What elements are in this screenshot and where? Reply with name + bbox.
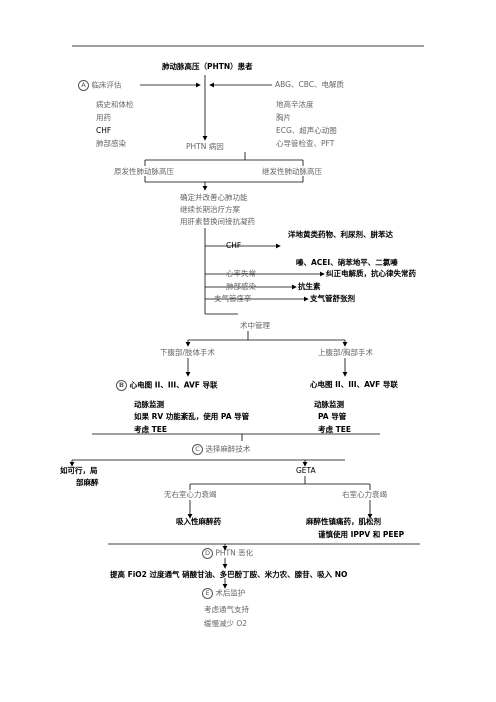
primary-phtn: 原发性肺动脉高压 (114, 167, 174, 176)
chf-drugs-1: 洋地黄类药物、利尿剂、肼苯达 (288, 230, 393, 239)
ecg-right: 心电图 II、III、AVF 导联 (310, 380, 398, 389)
postop-label: 术后监护 (215, 588, 246, 598)
eval-right-1: 胸片 (276, 113, 291, 122)
clinical-eval-row: A 临床评估 (78, 80, 121, 91)
postop-1: 缓慢减少 O2 (204, 619, 248, 628)
anesth-row: C 选择麻醉技术 (192, 444, 250, 455)
ippv-caution: 谨慎使用 IPPV 和 PEEP (318, 530, 405, 539)
ecg-left-row: B 心电图 II、III、AVF 导联 (116, 380, 218, 391)
worse-row: D PHTN 恶化 (202, 548, 253, 559)
eval-left-0: 病史和体检 (96, 100, 134, 109)
marker-d: D (202, 548, 213, 559)
intraop-label: 术中管理 (240, 321, 270, 330)
phtn-cause: PHTN 病因 (186, 142, 224, 151)
upper-surgery: 上腹部/胸部手术 (318, 348, 374, 357)
mgmt-line-2: 用肝素替换间接抗凝药 (180, 217, 255, 226)
infection-label: 肺部感染 (226, 282, 256, 291)
worse-label: PHTN 恶化 (215, 548, 254, 558)
marker-e: E (202, 588, 213, 599)
clinical-eval-label: 临床评估 (91, 80, 122, 90)
anesth-label: 选择麻醉技术 (205, 444, 251, 454)
inhaled-anesth: 吸入性麻醉药 (176, 517, 221, 526)
lab-tests: ABG、CBC、电解质 (275, 80, 344, 89)
geta: GETA (296, 466, 316, 475)
regional-0: 如可行，局 (60, 466, 98, 475)
bronchospasm-tx: 支气管舒张剂 (310, 294, 355, 303)
rv-failure: 右室心力衰竭 (342, 490, 387, 499)
mon-right-2: 考虑 TEE (318, 425, 351, 434)
mon-right-1: PA 导管 (318, 412, 347, 421)
eval-right-3: 心导管检查、PFT (276, 139, 335, 148)
ecg-left: 心电图 II、III、AVF 导联 (129, 380, 218, 390)
eval-left-1: 用药 (96, 113, 111, 122)
chf-label: CHF (226, 241, 242, 250)
postop-0: 考虑通气支持 (204, 605, 249, 614)
iv-anesth: 麻醉性镇痛药，肌松剂 (306, 517, 381, 526)
mon-left-0: 动脉监测 (134, 400, 164, 409)
postop-row: E 术后监护 (202, 588, 245, 599)
marker-a: A (78, 80, 89, 91)
marker-b: B (116, 380, 127, 391)
worse-tx: 提高 FiO2 过度通气 硝酸甘油、多巴酚丁胺、米力农、腺苷、吸入 NO (110, 570, 348, 579)
mon-left-2: 考虑 TEE (134, 425, 167, 434)
bronchospasm-label: 支气管痉挛 (214, 294, 252, 303)
lower-surgery: 下腹部/肢体手术 (160, 348, 216, 357)
eval-left-2: CHF (96, 126, 112, 135)
arrhythmia-label: 心率失常 (226, 269, 256, 278)
infection-tx: 抗生素 (298, 282, 321, 291)
marker-c: C (192, 444, 203, 455)
mon-right-0: 动脉监测 (314, 400, 344, 409)
eval-right-0: 地高辛浓度 (276, 100, 314, 109)
eval-right-2: ECG、超声心动图 (276, 126, 337, 135)
no-rv-failure: 无右室心力衰竭 (164, 490, 217, 499)
arrhythmia-tx: 纠正电解质，抗心律失常药 (326, 269, 416, 278)
mon-left-1: 如果 RV 功能紊乱，使用 PA 导管 (134, 412, 250, 421)
secondary-phtn: 继发性肺动脉高压 (262, 167, 322, 176)
mgmt-line-1: 继续长期治疗方案 (180, 205, 240, 214)
eval-left-3: 肺部感染 (96, 139, 126, 148)
regional-1: 部麻醉 (76, 478, 99, 487)
chart-title: 肺动脉高压（PHTN）患者 (162, 62, 253, 71)
chf-drugs-2: 嗪、ACEI、硝苯地平、二氯嗪 (296, 258, 398, 267)
mgmt-line-0: 确定并改善心肺功能 (180, 193, 248, 202)
